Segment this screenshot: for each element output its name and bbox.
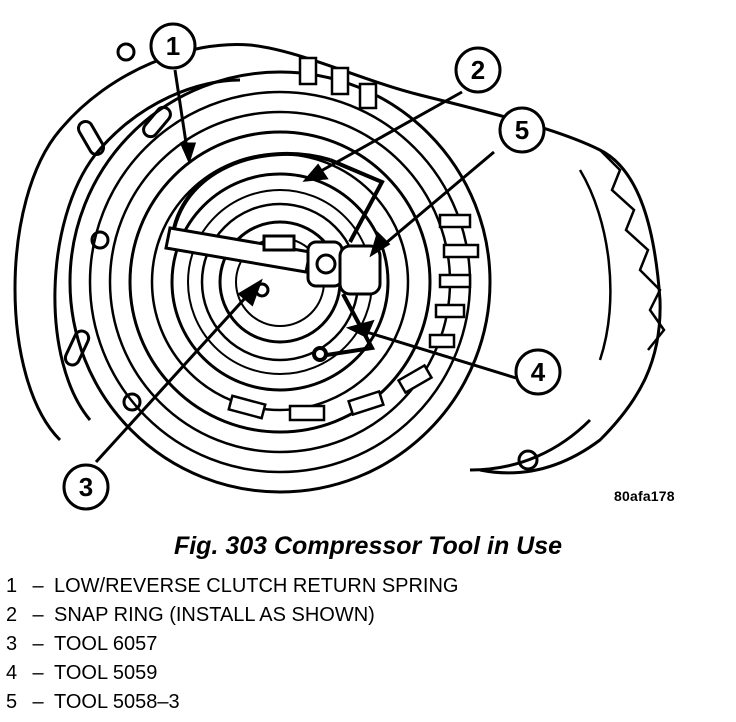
callout-number: 5 xyxy=(515,115,529,145)
tool-5058-3-nut xyxy=(306,240,382,296)
legend-item: 3–TOOL 6057 xyxy=(6,630,459,659)
legend-separator: – xyxy=(32,633,44,655)
legend-separator: – xyxy=(32,575,44,597)
legend-text: TOOL 6057 xyxy=(54,633,158,655)
figure-reference-code: 80afa178 xyxy=(614,488,675,504)
legend-item: 4–TOOL 5059 xyxy=(6,659,459,688)
case-bolt-hole xyxy=(116,42,136,62)
legend-text: TOOL 5058–3 xyxy=(54,691,180,713)
case-bolt-hole xyxy=(517,449,539,471)
legend-separator: – xyxy=(32,604,44,626)
case-bolt-hole xyxy=(90,230,110,250)
callout-1: 1 xyxy=(149,22,197,70)
transmission-case-outline xyxy=(13,42,662,475)
legend-number: 2 xyxy=(6,604,18,626)
figure-caption: Fig. 303 Compressor Tool in Use xyxy=(173,532,563,560)
legend-item: 5–TOOL 5058–3 xyxy=(6,688,459,717)
legend-number: 5 xyxy=(6,691,18,713)
callout-number: 4 xyxy=(531,357,546,387)
callout-4: 4 xyxy=(514,348,562,396)
callout-number: 3 xyxy=(79,472,93,502)
legend-text: TOOL 5059 xyxy=(54,662,158,684)
legend-separator: – xyxy=(32,662,44,684)
snap-ring xyxy=(170,151,331,241)
case-slot xyxy=(77,119,105,157)
legend-text: SNAP RING (INSTALL AS SHOWN) xyxy=(54,604,375,626)
legend-separator: – xyxy=(32,691,44,713)
ring-gear xyxy=(578,149,666,361)
tool-5059-bridge xyxy=(312,158,385,362)
leader-lines xyxy=(94,69,517,464)
case-bolt-hole xyxy=(122,392,142,412)
callout-legend: 1–LOW/REVERSE CLUTCH RETURN SPRING 2–SNA… xyxy=(6,572,459,717)
compressor-tool-illustration: 1 2 5 4 3 xyxy=(13,22,666,511)
callout-number: 2 xyxy=(471,55,485,85)
legend-number: 4 xyxy=(6,662,18,684)
legend-text: LOW/REVERSE CLUTCH RETURN SPRING xyxy=(54,575,459,597)
callout-2: 2 xyxy=(454,46,502,94)
legend-item: 1–LOW/REVERSE CLUTCH RETURN SPRING xyxy=(6,572,459,601)
case-slot xyxy=(63,329,91,367)
clutch-tabs xyxy=(227,56,480,422)
tool-6057-bar xyxy=(164,226,312,298)
legend-number: 1 xyxy=(6,575,18,597)
clutch-pack xyxy=(68,70,492,494)
callout-3: 3 xyxy=(62,463,110,511)
legend-number: 3 xyxy=(6,633,18,655)
callout-number: 1 xyxy=(166,31,180,61)
callout-5: 5 xyxy=(498,106,546,154)
legend-item: 2–SNAP RING (INSTALL AS SHOWN) xyxy=(6,601,459,630)
